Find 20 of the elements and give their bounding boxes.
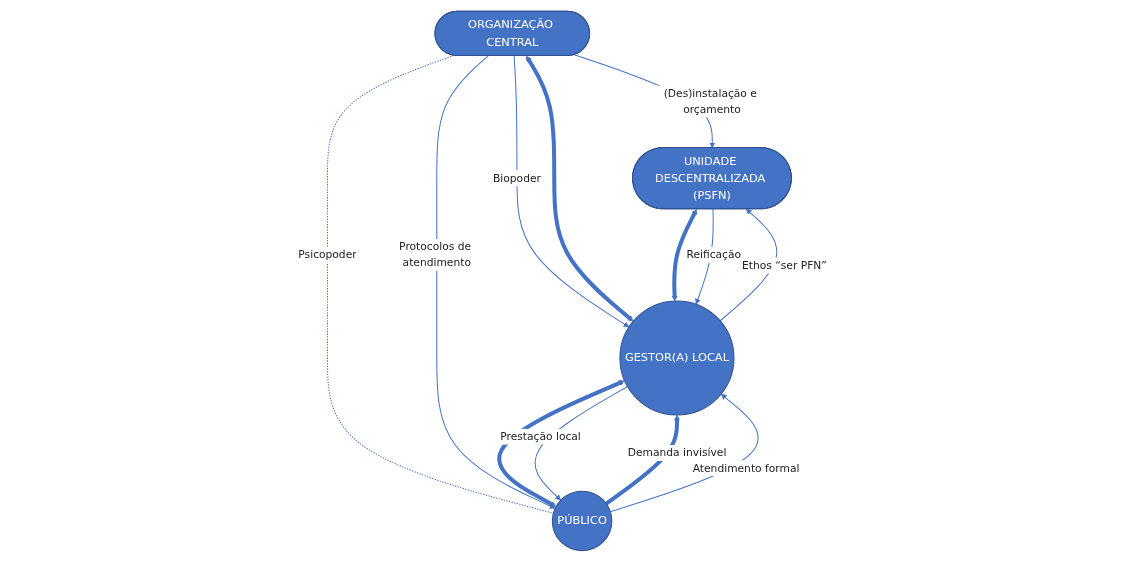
arrow — [514, 54, 630, 327]
arrow — [436, 54, 556, 509]
edge-label: Ethos “ser PFN” — [742, 258, 828, 272]
edge-label: Psicopoder — [298, 247, 358, 261]
arrow — [610, 393, 759, 512]
node-circle: PÚBLICO — [552, 490, 613, 551]
arrow — [605, 414, 681, 505]
arrow — [526, 55, 634, 321]
edge-label: Prestação local — [500, 429, 582, 443]
arrow — [720, 208, 778, 321]
arrow — [672, 208, 698, 301]
edge-label: Biopoder — [493, 170, 542, 184]
connector — [327, 54, 555, 514]
arrow — [497, 379, 626, 507]
edge-label: Atendimento formal — [693, 461, 800, 474]
edge-label: (Des)instalação e orçamento — [664, 86, 758, 116]
node-circle: GESTOR(A) LOCAL — [619, 299, 735, 415]
edge-label: Reificação — [686, 247, 742, 261]
edge-label: Demanda invisível — [628, 445, 727, 459]
edge-label: Protocolos de atendimento — [399, 239, 472, 269]
